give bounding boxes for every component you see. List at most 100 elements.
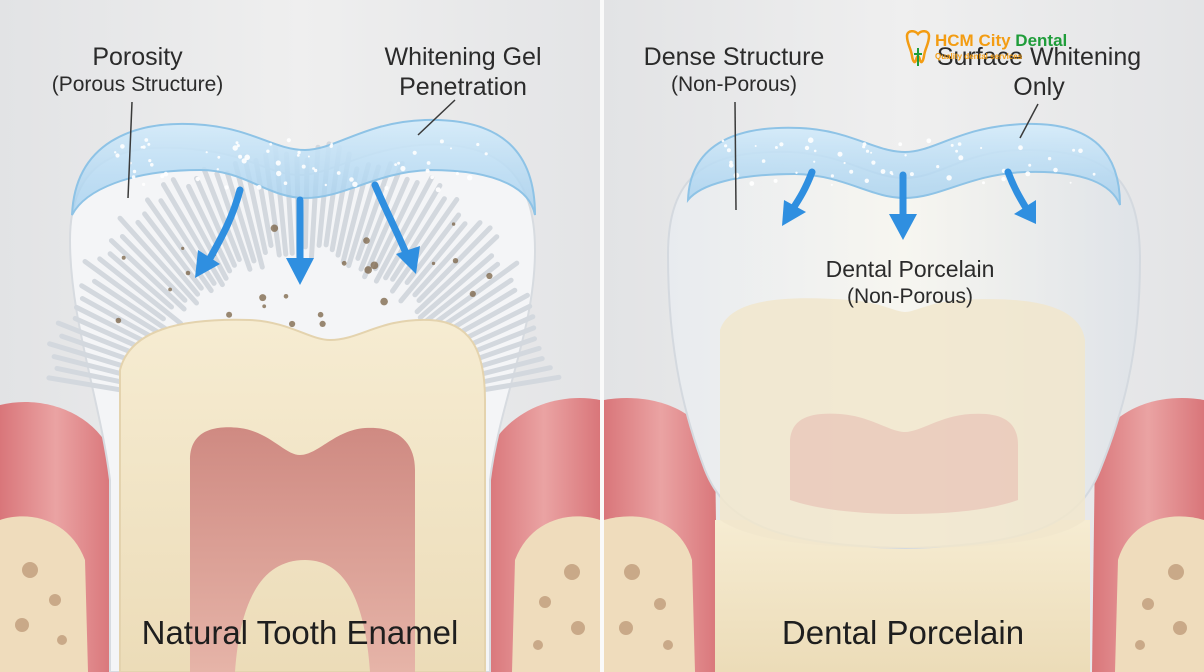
stain-spot bbox=[181, 246, 185, 250]
label-surface-line2: Only bbox=[1013, 73, 1065, 101]
gel-particle bbox=[724, 144, 728, 148]
gel-particle bbox=[864, 178, 869, 183]
gel-particle bbox=[804, 145, 810, 151]
label-surface-whitening: Surface Whitening Only bbox=[930, 42, 1148, 102]
gel-particle bbox=[132, 169, 137, 174]
gel-particle bbox=[837, 151, 843, 157]
gel-particle bbox=[830, 174, 835, 178]
gel-particle bbox=[150, 163, 154, 167]
gel-particle bbox=[195, 176, 200, 182]
gel-particle bbox=[301, 164, 306, 169]
enamel-rod bbox=[355, 161, 394, 261]
gel-particle bbox=[426, 161, 431, 165]
enamel-rod bbox=[186, 183, 233, 274]
gel-particle bbox=[296, 154, 300, 157]
enamel-rod bbox=[108, 238, 187, 312]
gel-particle bbox=[728, 163, 734, 168]
enamel-rod bbox=[373, 175, 435, 284]
right-whitening-gel bbox=[686, 122, 1121, 206]
label-porcelain-subtitle: (Non-Porous) bbox=[846, 284, 974, 308]
enamel-rod bbox=[82, 259, 166, 322]
gel-particle bbox=[412, 150, 417, 155]
gel-particle bbox=[870, 151, 873, 154]
gel-particle bbox=[946, 175, 952, 181]
gel-particle bbox=[813, 160, 816, 163]
gel-particle bbox=[349, 177, 354, 182]
stain-spot bbox=[451, 222, 456, 226]
gel-particle bbox=[958, 155, 964, 161]
gel-particle bbox=[286, 138, 291, 143]
right-arrow-heads bbox=[782, 200, 1036, 240]
enamel-rod bbox=[420, 261, 501, 327]
gel-particle bbox=[131, 175, 136, 179]
right-root-core bbox=[715, 520, 1090, 672]
gel-particle bbox=[256, 184, 262, 190]
enamel-rods bbox=[46, 141, 562, 398]
gel-particle bbox=[115, 153, 120, 158]
gel-particle bbox=[244, 154, 250, 161]
gel-particle bbox=[297, 150, 301, 155]
gel-particle bbox=[312, 167, 315, 170]
gel-particle bbox=[1028, 163, 1032, 167]
enamel-rod bbox=[194, 176, 237, 268]
gel-particle bbox=[862, 142, 867, 147]
label-porosity-subtitle: (Porous Structure) bbox=[51, 73, 224, 96]
stain-spot bbox=[452, 258, 459, 264]
gel-particle bbox=[430, 175, 435, 180]
gel-particle bbox=[871, 160, 876, 165]
logo-wordmark: HCM City Dental bbox=[935, 31, 1067, 51]
left-arrow-heads bbox=[195, 246, 420, 285]
stain-spot bbox=[259, 294, 267, 302]
gel-particle bbox=[889, 171, 893, 175]
gel-particle bbox=[336, 171, 341, 175]
gel-particle bbox=[147, 142, 151, 146]
enamel-rod bbox=[97, 256, 184, 326]
gel-particle bbox=[142, 145, 146, 149]
gel-particle bbox=[266, 149, 270, 153]
stain-spot bbox=[283, 294, 289, 299]
gel-particle bbox=[749, 181, 755, 186]
gel-particle bbox=[830, 183, 833, 186]
label-gel-line1: Whitening Gel bbox=[384, 43, 542, 71]
stain-spot bbox=[262, 304, 267, 309]
gel-particle bbox=[1018, 145, 1023, 151]
caption-natural-enamel: Natural Tooth Enamel bbox=[141, 614, 459, 651]
gel-particle bbox=[936, 165, 940, 169]
enamel-rod bbox=[414, 234, 500, 315]
enamel-rod bbox=[201, 166, 242, 262]
gel-particle bbox=[761, 159, 766, 163]
gel-particle bbox=[476, 142, 480, 147]
crown-shadow bbox=[790, 413, 1018, 514]
enamel-rod bbox=[170, 177, 229, 281]
gel-particle bbox=[1078, 148, 1083, 154]
gel-particle bbox=[813, 149, 817, 153]
logo-text-city: HCM City bbox=[935, 31, 1011, 50]
stain-spot bbox=[341, 260, 347, 266]
enamel-rod bbox=[117, 215, 199, 306]
gel-particle bbox=[1053, 167, 1058, 173]
gel-particle bbox=[467, 175, 473, 181]
tooth-logo-icon bbox=[905, 30, 931, 66]
enamel-rod bbox=[390, 197, 460, 294]
gel-particle bbox=[232, 145, 238, 151]
gel-particle bbox=[926, 138, 932, 144]
gel-particle bbox=[148, 159, 152, 163]
gel-particle bbox=[880, 169, 886, 174]
enamel-rod bbox=[107, 251, 174, 310]
left-gum-right bbox=[488, 398, 600, 672]
gel-particle bbox=[269, 142, 273, 146]
logo-tagline: Quality dental services bbox=[935, 52, 1023, 61]
label-dense-title: Dense Structure bbox=[643, 43, 825, 71]
gel-particle bbox=[774, 146, 778, 149]
stain-spot bbox=[363, 237, 370, 244]
gel-particle bbox=[224, 185, 229, 190]
gel-particle bbox=[120, 144, 125, 149]
stain-spot bbox=[486, 272, 493, 280]
gel-particle bbox=[241, 158, 247, 164]
gel-particle bbox=[721, 139, 725, 143]
label-dense-subtitle: (Non-Porous) bbox=[670, 73, 798, 96]
gel-particle bbox=[397, 161, 401, 165]
gel-particle bbox=[276, 170, 282, 177]
